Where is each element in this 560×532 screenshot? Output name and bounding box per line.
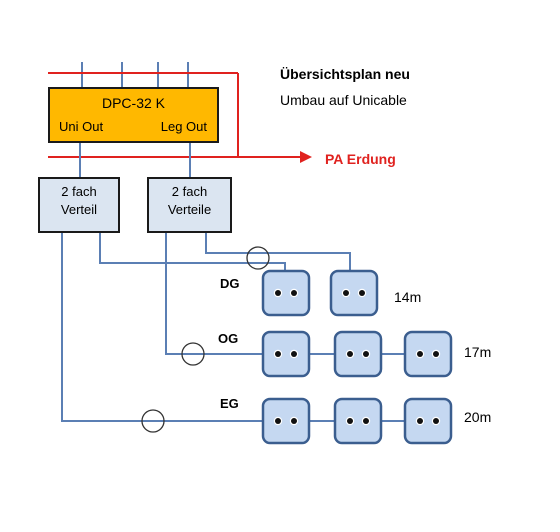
socket-port-2	[433, 418, 439, 424]
socket-port-2	[363, 418, 369, 424]
socket-port-2	[363, 351, 369, 357]
distance-dg: 14m	[394, 289, 422, 305]
socket-body	[261, 397, 311, 445]
socket-port-2	[359, 290, 365, 296]
distance-eg: 20m	[464, 409, 492, 425]
socket-body	[329, 269, 379, 317]
leg-out-label: Leg Out	[160, 119, 207, 134]
cable-dg-2	[205, 233, 351, 284]
splitter-left: 2 fach Verteil	[38, 177, 120, 233]
socket-group	[261, 269, 453, 445]
socket-eg-1	[261, 397, 311, 445]
cable-marker-2	[181, 342, 205, 366]
cable-marker-3	[141, 409, 165, 433]
multiswitch-box: DPC-32 K Uni Out Leg Out	[48, 87, 219, 143]
socket-port-2	[291, 351, 297, 357]
cable-dg-1	[99, 233, 286, 284]
socket-body	[261, 269, 311, 317]
cable-marker-1	[246, 246, 270, 270]
floor-label-dg: DG	[220, 276, 240, 291]
socket-port-1	[275, 418, 281, 424]
splitter-left-line2: Verteil	[60, 202, 98, 217]
grounding-label: PA Erdung	[325, 151, 396, 167]
floor-label-og: OG	[218, 331, 239, 346]
plan-subtitle: Umbau auf Unicable	[280, 92, 407, 108]
cable-og	[165, 233, 263, 355]
socket-body	[333, 330, 383, 378]
uni-out-label: Uni Out	[59, 119, 104, 134]
socket-dg-2	[329, 269, 379, 317]
socket-eg-2	[333, 397, 383, 445]
socket-port-2	[291, 418, 297, 424]
socket-og-1	[261, 330, 311, 378]
splitter-right: 2 fach Verteile	[147, 177, 232, 233]
socket-body	[403, 397, 453, 445]
socket-dg-1	[261, 269, 311, 317]
floor-label-eg: EG	[220, 396, 239, 411]
socket-port-2	[433, 351, 439, 357]
grounding-arrow	[300, 151, 312, 163]
socket-og-2	[333, 330, 383, 378]
cable-eg	[61, 233, 263, 422]
socket-port-1	[347, 418, 353, 424]
socket-port-1	[275, 290, 281, 296]
socket-port-2	[291, 290, 297, 296]
socket-og-3	[403, 330, 453, 378]
multiswitch-model: DPC-32 K	[101, 95, 166, 111]
socket-port-1	[417, 418, 423, 424]
socket-body	[261, 330, 311, 378]
socket-port-1	[343, 290, 349, 296]
socket-eg-3	[403, 397, 453, 445]
socket-port-1	[347, 351, 353, 357]
plan-title: Übersichtsplan neu	[280, 66, 410, 82]
socket-body	[403, 330, 453, 378]
socket-port-1	[275, 351, 281, 357]
splitter-right-line2: Verteile	[167, 202, 212, 217]
distance-og: 17m	[464, 344, 492, 360]
splitter-right-line1: 2 fach	[171, 184, 208, 199]
cable-lines	[48, 62, 405, 433]
splitter-left-line1: 2 fach	[61, 184, 97, 199]
socket-port-1	[417, 351, 423, 357]
socket-body	[333, 397, 383, 445]
